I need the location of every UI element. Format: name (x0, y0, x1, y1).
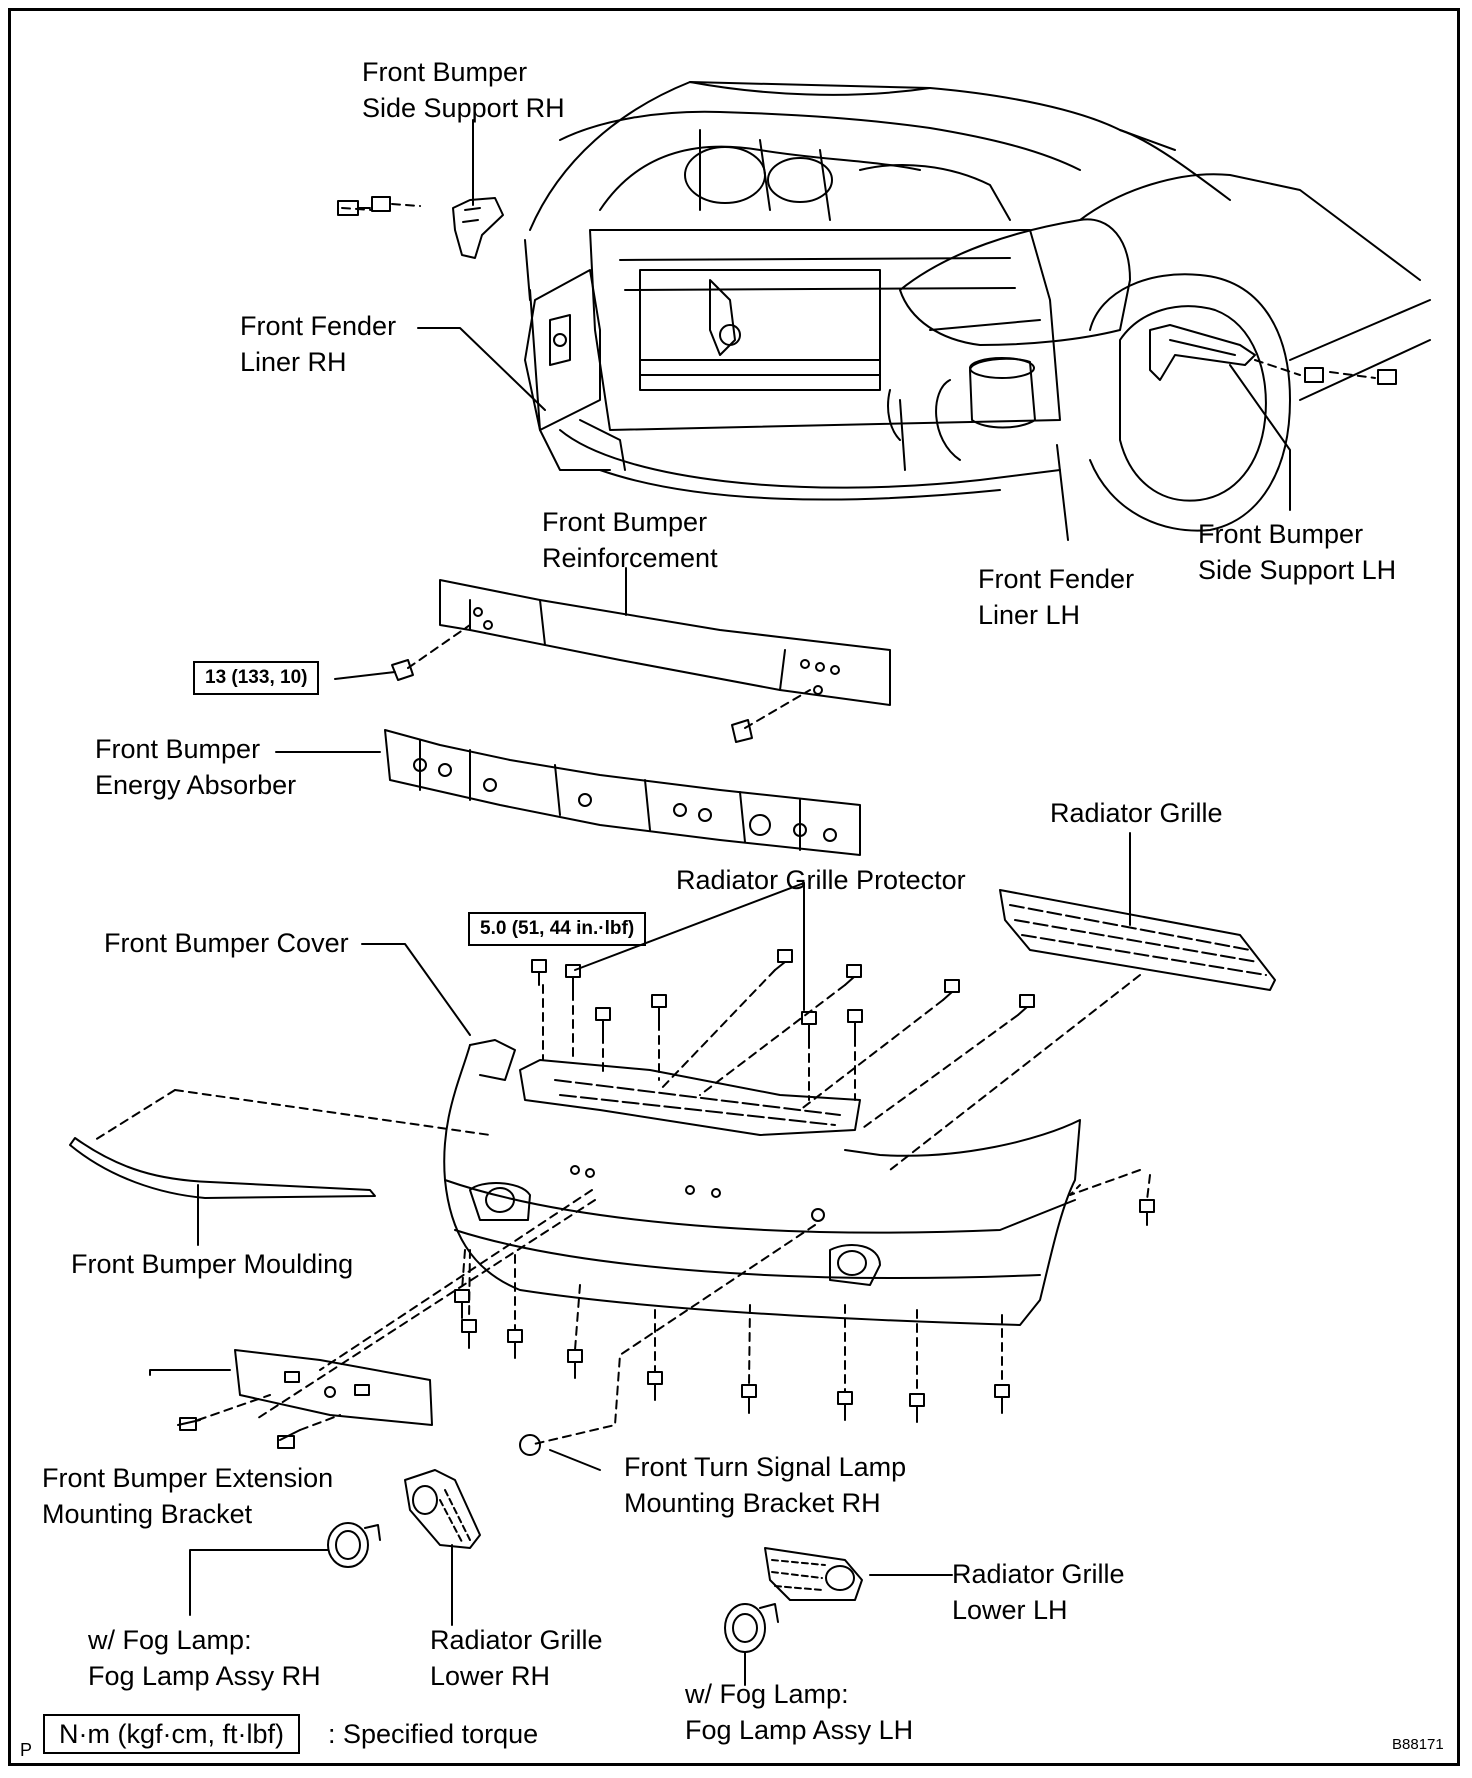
label-side-support-lh: Front Bumper Side Support LH (1198, 516, 1396, 588)
corner-letter: P (20, 1740, 33, 1760)
label-line: Front Bumper Extension (42, 1463, 334, 1493)
label-line: Mounting Bracket RH (624, 1488, 881, 1518)
radiator-grille-part (999, 889, 1276, 991)
label-line: Front Fender (978, 564, 1135, 594)
label-grille-lower-lh: Radiator Grille Lower LH (952, 1556, 1125, 1628)
label-line: Front Bumper (362, 57, 528, 87)
label-reinforcement: Front Bumper Reinforcement (542, 504, 718, 576)
torque-callout-reinforcement: 13 (133, 10) (193, 661, 320, 695)
turn-signal-bracket-part (519, 1434, 541, 1456)
label-side-support-rh: Front Bumper Side Support RH (362, 54, 565, 126)
label-line: Front Fender (240, 311, 397, 341)
label-line: Front Bumper Cover (104, 928, 349, 958)
label-line: Radiator Grille (952, 1559, 1125, 1589)
label-line: Side Support LH (1198, 555, 1397, 585)
label-line: Liner RH (240, 347, 347, 377)
legend-meaning: : Specified torque (328, 1719, 539, 1749)
label-line: Front Bumper (95, 734, 261, 764)
label-line: Front Bumper (1198, 519, 1364, 549)
extension-bracket-part (177, 1349, 433, 1449)
fog-lamp-lh-part (724, 1603, 779, 1653)
fog-lamp-rh-part (327, 1522, 381, 1568)
label-line: Front Turn Signal Lamp (624, 1452, 907, 1482)
label-line: Fog Lamp Assy RH (88, 1661, 321, 1691)
label-fog-lamp-rh: w/ Fog Lamp: Fog Lamp Assy RH (88, 1622, 321, 1694)
label-line: Energy Absorber (95, 770, 297, 800)
label-line: Radiator Grille (430, 1625, 603, 1655)
vehicle-front-body (524, 81, 1431, 532)
label-line: Reinforcement (542, 543, 718, 573)
label-turn-signal-bracket: Front Turn Signal Lamp Mounting Bracket … (624, 1449, 906, 1521)
side-support-lh-part (1149, 324, 1397, 385)
bumper-cover-part (443, 1039, 1081, 1326)
label-grille-lower-rh: Radiator Grille Lower RH (430, 1622, 603, 1694)
label-line: Lower LH (952, 1595, 1068, 1625)
label-energy-absorber: Front Bumper Energy Absorber (95, 731, 296, 803)
leader-lines (149, 119, 1291, 1686)
torque-callout-protector: 5.0 (51, 44 in.·lbf) (468, 912, 647, 946)
label-line: Side Support RH (362, 93, 565, 123)
label-line: Radiator Grille Protector (676, 865, 966, 895)
figure-id: B88171 (1392, 1736, 1444, 1753)
label-extension-bracket: Front Bumper Extension Mounting Bracket (42, 1460, 333, 1532)
label-bumper-cover: Front Bumper Cover (104, 925, 349, 961)
label-line: Radiator Grille (1050, 798, 1223, 828)
grille-lower-lh-part (764, 1547, 863, 1601)
label-line: Liner LH (978, 600, 1081, 630)
label-line: Mounting Bracket (42, 1499, 253, 1529)
legend-units-box: N·m (kgf·cm, ft·lbf) (43, 1714, 300, 1754)
label-grille-protector: Radiator Grille Protector (676, 862, 966, 898)
energy-absorber-part (384, 729, 861, 856)
label-line: Lower RH (430, 1661, 551, 1691)
fastener-clips (454, 949, 1155, 1423)
label-line: w/ Fog Lamp: (88, 1625, 252, 1655)
bumper-reinforcement-part (391, 579, 891, 743)
label-line: w/ Fog Lamp: (685, 1679, 849, 1709)
side-support-rh-part (337, 196, 504, 259)
diagram-frame (8, 8, 1460, 1766)
bumper-moulding-part (69, 1137, 376, 1199)
label-fender-liner-rh: Front Fender Liner RH (240, 308, 396, 380)
assembly-guide-lines (94, 969, 1151, 1446)
label-line: Front Bumper Moulding (71, 1249, 354, 1279)
label-line: Fog Lamp Assy LH (685, 1715, 914, 1745)
grille-lower-rh-part (404, 1469, 481, 1549)
label-fog-lamp-lh: w/ Fog Lamp: Fog Lamp Assy LH (685, 1676, 913, 1748)
label-fender-liner-lh: Front Fender Liner LH (978, 561, 1134, 633)
label-line: Front Bumper (542, 507, 708, 537)
label-bumper-moulding: Front Bumper Moulding (71, 1246, 353, 1282)
label-radiator-grille: Radiator Grille (1050, 795, 1223, 831)
